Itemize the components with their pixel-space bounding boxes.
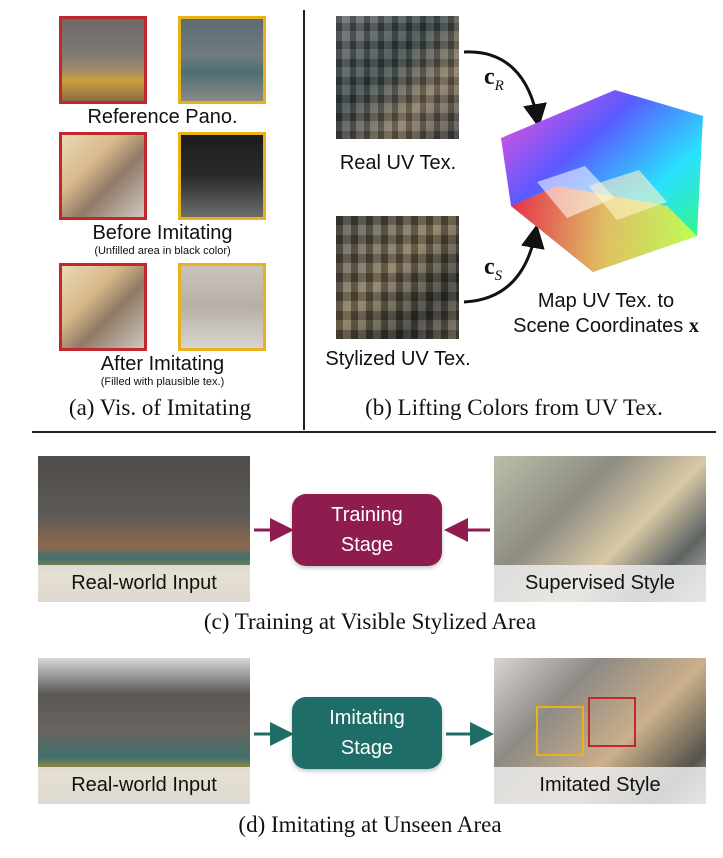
arrows-to-coordinates (463, 50, 547, 304)
map-var-x: x (688, 315, 699, 337)
imitating-stage-line2: Stage (340, 737, 394, 759)
stylized-uv-texture (336, 216, 459, 339)
training-input-caption: Real-world Input (71, 572, 217, 594)
reference-thumb-red (59, 16, 147, 104)
panel-d-caption: (d) Imitating at Unseen Area (238, 812, 502, 837)
after-imitating-note: (Filled with plausible tex.) (100, 376, 225, 388)
c-r-symbol: c (484, 64, 495, 90)
horizontal-divider (32, 431, 716, 433)
before-imitating-note: (Unfilled area in black color) (94, 245, 231, 257)
panel-c-caption: (c) Training at Visible Stylized Area (203, 609, 537, 634)
supervised-style-photo: Supervised Style (494, 456, 706, 602)
supervised-style-caption-bar: Supervised Style (494, 565, 706, 602)
imitating-input-caption: Real-world Input (71, 774, 217, 796)
imitated-style-caption-bar: Imitated Style (494, 767, 706, 804)
real-uv-label: Real UV Tex. (339, 152, 457, 174)
supervised-style-caption: Supervised Style (524, 572, 676, 594)
reference-pano-label: Reference Pano. (87, 106, 238, 128)
imitated-red-box (588, 697, 636, 747)
c-s-symbol: c (484, 254, 495, 280)
c-r-label: cR (484, 64, 504, 95)
training-input-caption-bar: Real-world Input (38, 565, 250, 602)
before-imitating-label: Before Imitating (92, 222, 233, 244)
c-s-subscript: S (494, 267, 503, 284)
c-r-subscript: R (494, 77, 504, 94)
imitated-yellow-box (536, 706, 584, 756)
before-thumb-red (59, 132, 147, 220)
training-input-photo: Real-world Input (38, 456, 250, 602)
training-arrows (254, 518, 490, 542)
map-line-2-text: Scene Coordinates (513, 315, 684, 337)
imitating-stage-box: Imitating Stage (292, 697, 442, 769)
imitating-input-photo: Real-world Input (38, 658, 250, 804)
imitating-arrows (254, 722, 494, 746)
training-stage-box: Training Stage (292, 494, 442, 566)
reference-thumb-yellow (178, 16, 266, 104)
after-imitating-label: After Imitating (100, 353, 225, 375)
real-uv-texture (336, 16, 459, 139)
training-stage-line1: Training (331, 504, 403, 526)
arrow-cs (463, 224, 545, 304)
panel-a-caption: (a) Vis. of Imitating (68, 395, 252, 420)
after-thumb-red (59, 263, 147, 351)
panel-b-caption: (b) Lifting Colors from UV Tex. (365, 395, 663, 420)
before-thumb-yellow (178, 132, 266, 220)
imitated-style-photo: Imitated Style (494, 658, 706, 804)
map-line-2: Scene Coordinates x (490, 315, 722, 338)
imitating-stage-line1: Imitating (329, 707, 405, 729)
imitated-style-caption: Imitated Style (539, 774, 661, 796)
scene-coordinates-render (501, 90, 703, 272)
training-stage-line2: Stage (340, 534, 394, 556)
c-s-label: cS (484, 254, 502, 285)
map-line-1: Map UV Tex. to (537, 290, 675, 312)
after-thumb-yellow (178, 263, 266, 351)
vertical-divider (303, 10, 305, 430)
stylized-uv-label: Stylized UV Tex. (325, 348, 471, 370)
arrow-cr (463, 50, 547, 128)
imitating-input-caption-bar: Real-world Input (38, 767, 250, 804)
